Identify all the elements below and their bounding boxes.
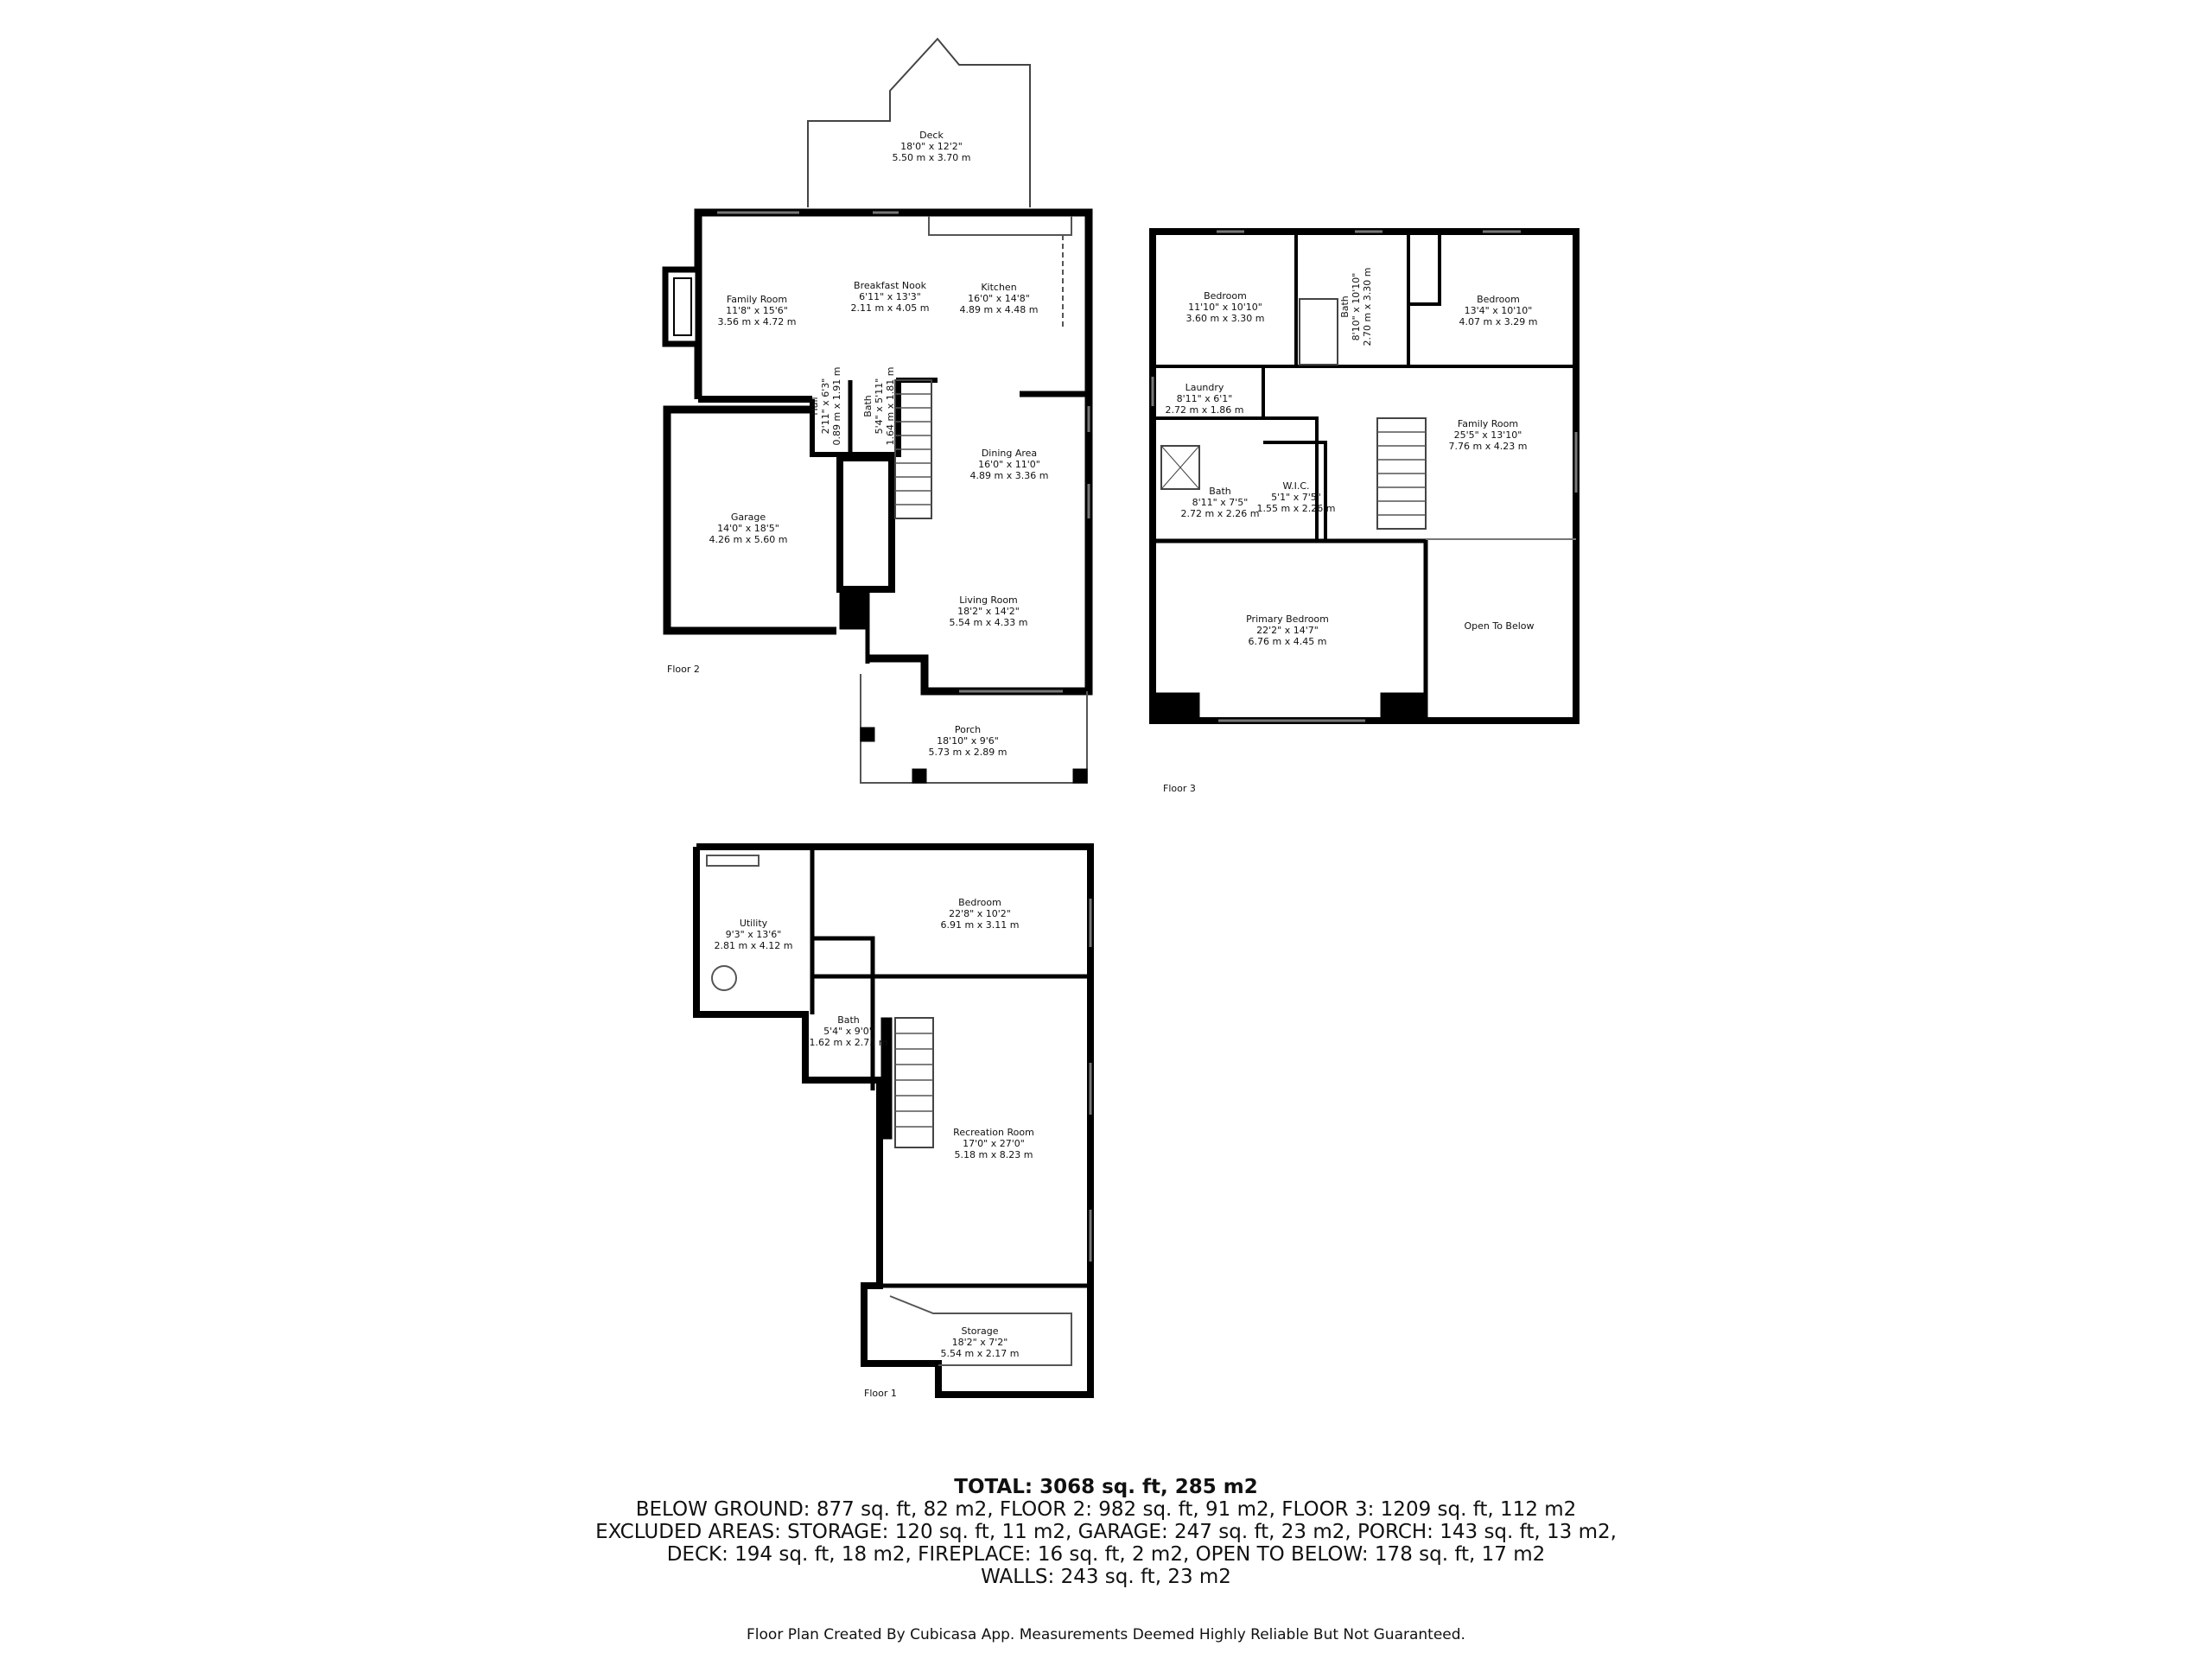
room-label-wic: W.I.C.5'1" x 7'5"1.55 m x 2.26 m bbox=[1257, 480, 1336, 514]
stair-core bbox=[836, 454, 895, 593]
room-label-bath-f2: Bath5'4" x 5'11"1.64 m x 1.81 m bbox=[862, 367, 896, 446]
stair-treads-f3 bbox=[1377, 431, 1426, 516]
area-summary: TOTAL: 3068 sq. ft, 285 m2 BELOW GROUND:… bbox=[0, 1476, 2212, 1588]
closet-wall-f1 bbox=[812, 936, 875, 976]
kitchen-counter bbox=[928, 216, 1072, 236]
porch-post bbox=[912, 768, 927, 784]
column bbox=[1155, 692, 1200, 720]
summary-excluded-1: EXCLUDED AREAS: STORAGE: 120 sq. ft, 11 … bbox=[595, 1521, 1617, 1543]
floor-2-label: Floor 2 bbox=[667, 664, 700, 675]
floor1-envelope bbox=[693, 843, 1094, 1398]
windows-f3 bbox=[1151, 230, 1578, 722]
room-label-bath-f3-top: Bath8'10" x 10'10"2.70 m x 3.30 m bbox=[1339, 268, 1373, 346]
disclaimer: Floor Plan Created By Cubicasa App. Meas… bbox=[747, 1626, 1465, 1643]
column bbox=[839, 590, 867, 630]
bathtub bbox=[1299, 298, 1338, 365]
stair-treads-f2 bbox=[895, 393, 931, 505]
porch-post bbox=[1072, 768, 1088, 784]
summary-excluded-2: DECK: 194 sq. ft, 18 m2, FIREPLACE: 16 s… bbox=[666, 1543, 1546, 1566]
floor2-wall-top bbox=[694, 208, 1093, 696]
column bbox=[1380, 692, 1425, 720]
deck-outline bbox=[807, 37, 1031, 207]
bath-wall-f1 bbox=[812, 974, 875, 1090]
porch-post bbox=[860, 727, 875, 742]
shower bbox=[1160, 445, 1200, 490]
wic-wall bbox=[1263, 441, 1327, 541]
storage-shelf bbox=[889, 1295, 1072, 1366]
summary-below-ground: BELOW GROUND: 877 sq. ft, 82 m2, FLOOR 2… bbox=[635, 1498, 1577, 1521]
bath-wall bbox=[1153, 416, 1319, 543]
stairs-f1 bbox=[894, 1017, 934, 1148]
utility-counter bbox=[706, 855, 760, 867]
total-area: TOTAL: 3068 sq. ft, 285 m2 bbox=[954, 1476, 1258, 1498]
garage-wall bbox=[663, 405, 836, 635]
stair-treads-f1 bbox=[895, 1033, 933, 1128]
water-heater bbox=[711, 965, 737, 991]
room-label-open-to-below: Open To Below bbox=[1464, 620, 1534, 632]
primary-bedroom-wall bbox=[1153, 538, 1428, 721]
fireplace-hearth bbox=[673, 277, 692, 336]
floor-2-plan bbox=[662, 37, 1093, 784]
closet-wall bbox=[1408, 232, 1441, 306]
floor-1-label: Floor 1 bbox=[864, 1388, 897, 1399]
room-label-hall: Hall2'11" x 6'3"0.89 m x 1.91 m bbox=[809, 367, 842, 446]
floor-1-plan bbox=[693, 843, 1094, 1398]
windows-f2 bbox=[717, 211, 1090, 693]
floor-3-plan bbox=[1149, 228, 1580, 724]
stair-wall bbox=[880, 1017, 893, 1140]
summary-walls: WALLS: 243 sq. ft, 23 m2 bbox=[981, 1566, 1231, 1588]
floor-3-label: Floor 3 bbox=[1163, 783, 1196, 794]
